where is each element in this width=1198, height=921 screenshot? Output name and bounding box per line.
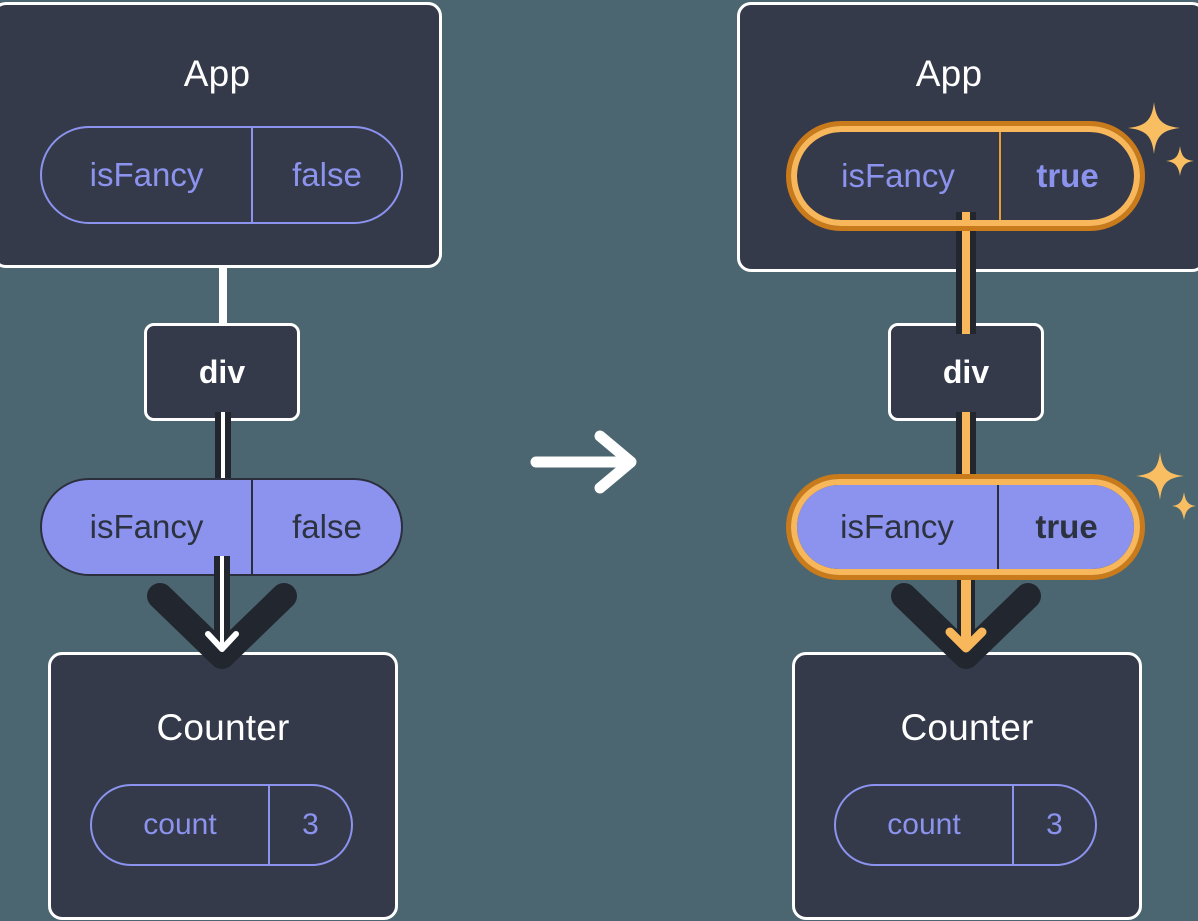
- pill-key: isFancy: [840, 508, 954, 545]
- pill-value: 3: [268, 786, 351, 864]
- pill-value: 3: [1012, 786, 1095, 864]
- sparkle-icon-app: [1128, 102, 1194, 176]
- prop-pill-after: isFancy true: [795, 483, 1136, 571]
- pill-key: isFancy: [89, 156, 204, 193]
- app-box-title: App: [915, 53, 983, 94]
- pill-key: isFancy: [89, 508, 204, 545]
- connector-prop-to-counter-after: [891, 556, 1041, 669]
- pill-key: count: [887, 808, 961, 841]
- sparkle-icon-prop: [1136, 452, 1196, 520]
- connector-prop-to-counter-before: [147, 556, 297, 669]
- connector-app-to-div-before: [219, 262, 227, 332]
- pill-value: true: [997, 485, 1134, 569]
- pill-key: isFancy: [841, 157, 955, 194]
- app-state-pill-before: isFancy false: [40, 126, 403, 224]
- app-state-pill-after: isFancy true: [795, 130, 1136, 222]
- div-box-before: div: [144, 323, 300, 421]
- transition-arrow-icon: [530, 430, 637, 494]
- counter-state-pill-after: count 3: [834, 784, 1097, 866]
- pill-value: true: [999, 132, 1134, 220]
- connector-div-to-prop-after: [956, 412, 976, 492]
- connector-app-to-div-after: [956, 212, 976, 334]
- counter-state-pill-before: count 3: [90, 784, 353, 866]
- app-box-title: App: [183, 53, 251, 94]
- connector-div-to-prop-before: [215, 412, 231, 492]
- div-box-after: div: [888, 323, 1044, 421]
- pill-value: false: [251, 128, 401, 222]
- counter-box-title: Counter: [900, 707, 1034, 748]
- div-box-label: div: [198, 353, 246, 390]
- pill-key: count: [143, 808, 217, 841]
- div-box-label: div: [942, 353, 990, 390]
- counter-box-title: Counter: [156, 707, 290, 748]
- pill-value: false: [251, 480, 401, 574]
